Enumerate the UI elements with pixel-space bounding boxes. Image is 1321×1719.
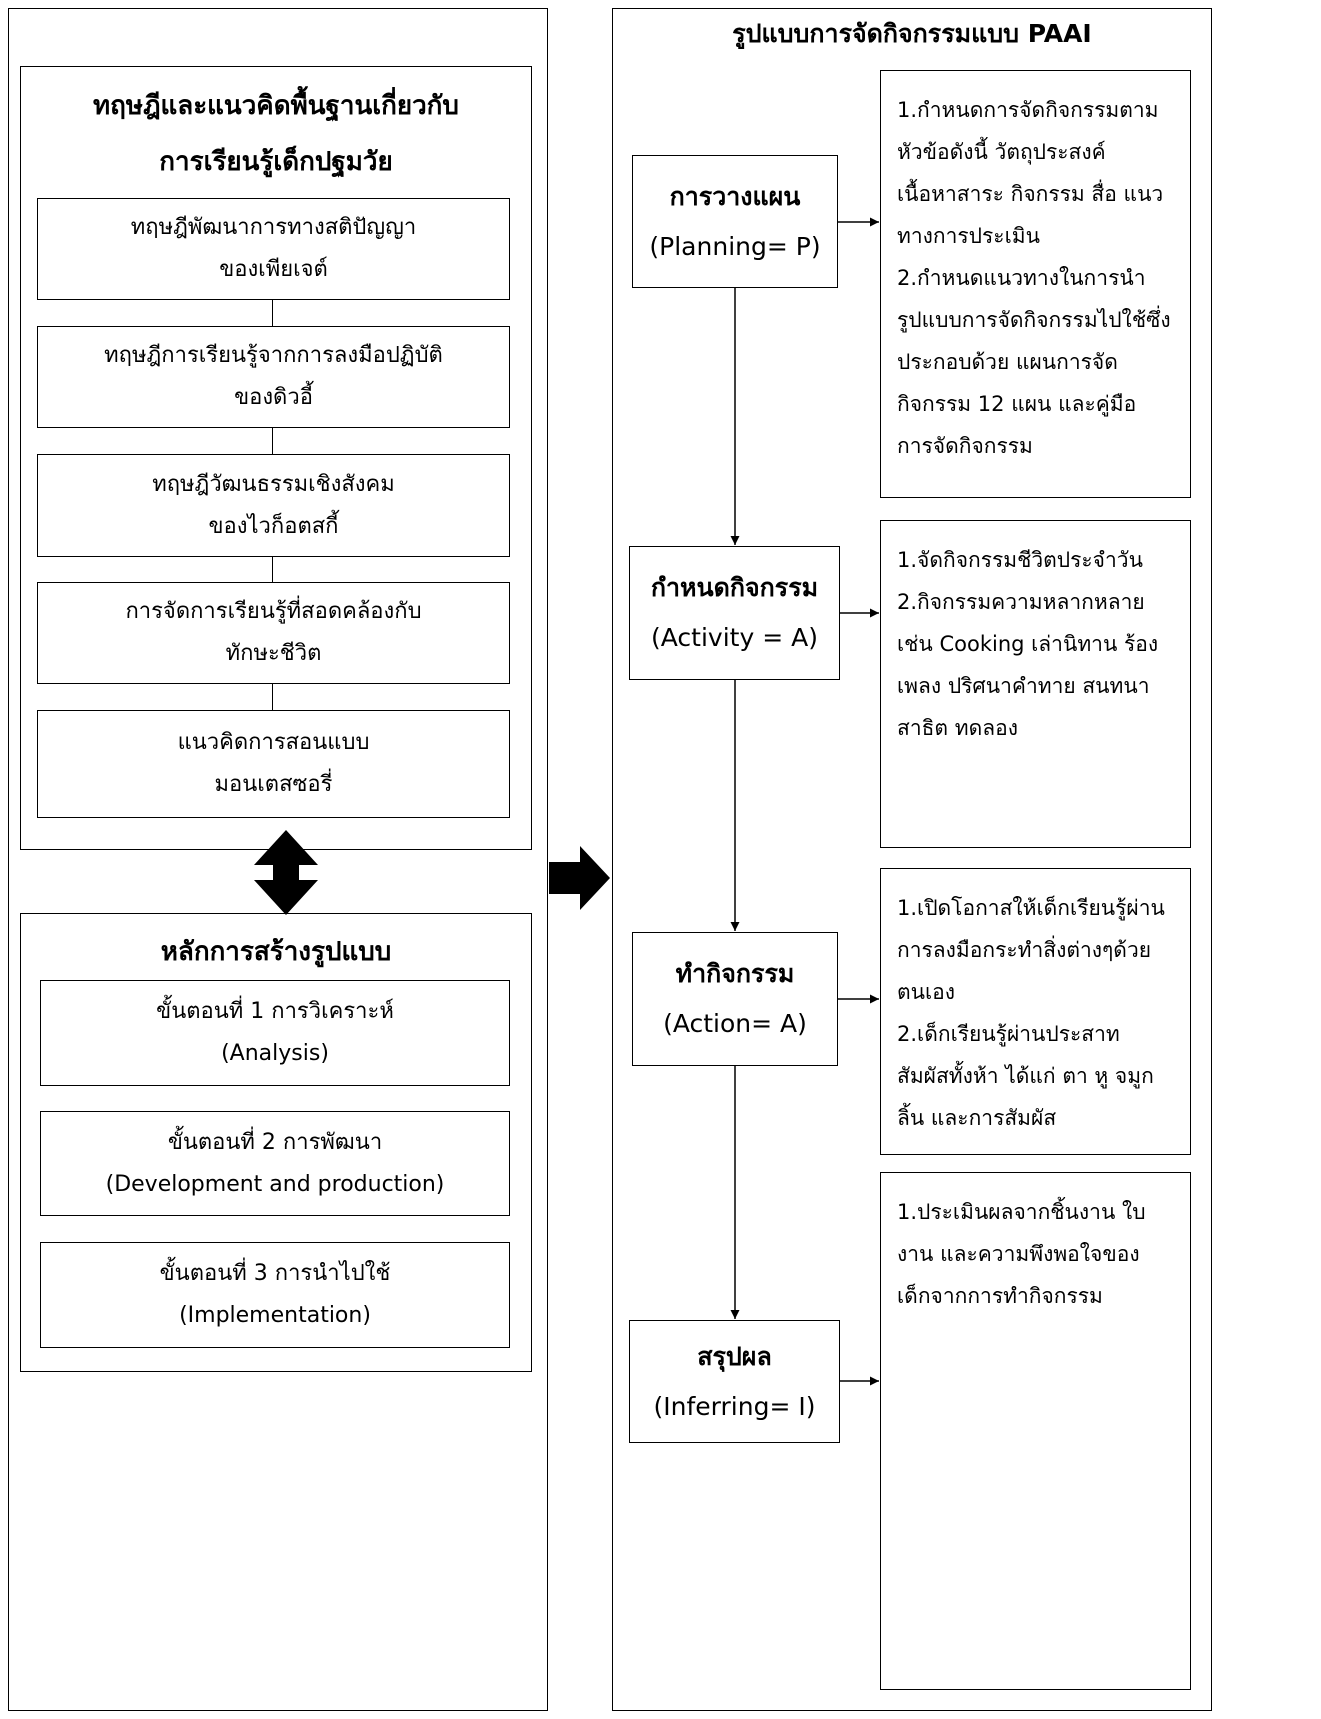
- theory-item: การจัดการเรียนรู้ที่สอดคล้องกับ ทักษะชีว…: [37, 582, 510, 684]
- step-code: (Action= A): [663, 1009, 807, 1038]
- step-name: ทำกิจกรรม: [675, 959, 795, 988]
- double-headed-arrow: [254, 830, 318, 915]
- theory-item-line-2: ของไวก็อตสกี้: [208, 513, 339, 539]
- detail-line: การลงมือกระทำสิ่งต่างๆด้วย: [897, 938, 1152, 962]
- theory-item: ทฤษฎีพัฒนาการทางสติปัญญา ของเพียเจต์: [37, 198, 510, 300]
- principles-title: หลักการสร้างรูปแบบ: [160, 937, 392, 967]
- step-box-action: ทำกิจกรรม (Action= A): [632, 932, 838, 1066]
- detail-line: 1.จัดกิจกรรมชีวิตประจำวัน: [897, 548, 1143, 572]
- detail-line: งาน และความพึงพอใจของ: [897, 1242, 1140, 1266]
- detail-line: ทางการประเมิน: [897, 224, 1040, 248]
- detail-line: สัมผัสทั้งห้า ได้แก่ ตา หู จมูก: [897, 1064, 1154, 1088]
- detail-box-activity: 1.จัดกิจกรรมชีวิตประจำวัน 2.กิจกรรมความห…: [880, 520, 1191, 848]
- right-panel-frame: [612, 8, 1212, 1711]
- theory-item-line-2: ของดิวอี้: [234, 385, 313, 410]
- detail-box-action: 1.เปิดโอกาสให้เด็กเรียนรู้ผ่าน การลงมือก…: [880, 868, 1191, 1155]
- principles-item-line-1: ขั้นตอนที่ 3 การนำไปใช้: [159, 1261, 391, 1286]
- theory-item-line-1: การจัดการเรียนรู้ที่สอดคล้องกับ: [125, 599, 422, 624]
- theory-item-line-1: ทฤษฎีการเรียนรู้จากการลงมือปฏิบัติ: [104, 343, 443, 368]
- principles-item-line-2: (Implementation): [179, 1303, 371, 1328]
- theory-connector: [272, 428, 273, 454]
- detail-line: กิจกรรม 12 แผน และคู่มือ: [897, 392, 1137, 416]
- principles-item-line-2: (Analysis): [221, 1041, 329, 1066]
- step-name: กำหนดกิจกรรม: [650, 573, 819, 602]
- principles-item-line-1: ขั้นตอนที่ 1 การวิเคราะห์: [156, 999, 394, 1024]
- theory-item-line-1: ทฤษฎีพัฒนาการทางสติปัญญา: [130, 215, 417, 240]
- detail-line: ตนเอง: [897, 980, 956, 1004]
- step-box-activity: กำหนดกิจกรรม (Activity = A): [629, 546, 840, 680]
- left-panel-frame: [8, 8, 548, 1711]
- detail-line: 1.กำหนดการจัดกิจกรรมตาม: [897, 98, 1159, 122]
- theory-title: ทฤษฎีและแนวคิดพื้นฐานเกี่ยวกับ การเรียนร…: [20, 78, 532, 190]
- theory-item-line-2: มอนเตสซอรี่: [214, 772, 333, 797]
- step-code: (Activity = A): [651, 623, 818, 652]
- detail-line: เพลง ปริศนาคำทาย สนทนา: [897, 674, 1150, 698]
- theory-connector: [272, 684, 273, 710]
- theory-item-line-2: ทักษะชีวิต: [225, 641, 322, 666]
- theory-item-line-1: แนวคิดการสอนแบบ: [177, 730, 370, 755]
- theory-item: ทฤษฎีวัฒนธรรมเชิงสังคม ของไวก็อตสกี้: [37, 454, 510, 557]
- step-code: (Planning= P): [649, 231, 821, 261]
- step-name: สรุปผล: [697, 1341, 772, 1371]
- detail-line: ลิ้น และการสัมผัส: [897, 1106, 1057, 1130]
- detail-line: เช่น Cooking เล่านิทาน ร้อง: [897, 632, 1159, 656]
- step-box-planning: การวางแผน (Planning= P): [632, 155, 838, 288]
- detail-line: 2.เด็กเรียนรู้ผ่านประสาท: [897, 1022, 1120, 1046]
- theory-item: แนวคิดการสอนแบบ มอนเตสซอรี่: [37, 710, 510, 818]
- theory-item-line-2: ของเพียเจต์: [219, 257, 328, 282]
- detail-box-planning: 1.กำหนดการจัดกิจกรรมตาม หัวข้อดังนี้ วัต…: [880, 70, 1191, 498]
- principles-item-line-1: ขั้นตอนที่ 2 การพัฒนา: [167, 1129, 383, 1155]
- detail-line: สาธิต ทดลอง: [897, 716, 1018, 740]
- theory-title-line-1: ทฤษฎีและแนวคิดพื้นฐานเกี่ยวกับ: [93, 91, 459, 121]
- theory-connector: [272, 300, 273, 326]
- detail-line: เด็กจากการทำกิจกรรม: [897, 1284, 1103, 1308]
- theory-item: ทฤษฎีการเรียนรู้จากการลงมือปฏิบัติ ของดิ…: [37, 326, 510, 428]
- detail-line: การจัดกิจกรรม: [897, 434, 1033, 458]
- detail-box-inferring: 1.ประเมินผลจากชิ้นงาน ใบ งาน และความพึงพ…: [880, 1172, 1191, 1690]
- theory-connector: [272, 557, 273, 582]
- theory-title-line-2: การเรียนรู้เด็กปฐมวัย: [159, 147, 393, 177]
- principles-item: ขั้นตอนที่ 3 การนำไปใช้ (Implementation): [40, 1242, 510, 1348]
- detail-line: 1.ประเมินผลจากชิ้นงาน ใบ: [897, 1200, 1146, 1224]
- detail-line: 2.กำหนดแนวทางในการนำ: [897, 266, 1146, 290]
- detail-line: หัวข้อดังนี้ วัตถุประสงค์: [897, 140, 1106, 164]
- detail-line: 1.เปิดโอกาสให้เด็กเรียนรู้ผ่าน: [897, 896, 1165, 920]
- detail-line: เนื้อหาสาระ กิจกรรม สื่อ แนว: [897, 182, 1164, 206]
- detail-line: รูปแบบการจัดกิจกรรมไปใช้ซึ่ง: [897, 308, 1171, 332]
- principles-item: ขั้นตอนที่ 1 การวิเคราะห์ (Analysis): [40, 980, 510, 1086]
- block-arrow-right: [549, 846, 610, 910]
- step-code: (Inferring= I): [653, 1391, 816, 1421]
- paai-title: รูปแบบการจัดกิจกรรมแบบ PAAI: [732, 19, 1092, 48]
- principles-item-line-2: (Development and production): [105, 1171, 445, 1197]
- detail-line: ประกอบด้วย แผนการจัด: [897, 350, 1118, 374]
- step-box-inferring: สรุปผล (Inferring= I): [629, 1320, 840, 1443]
- theory-item-line-1: ทฤษฎีวัฒนธรรมเชิงสังคม: [152, 471, 395, 497]
- principles-item: ขั้นตอนที่ 2 การพัฒนา (Development and p…: [40, 1111, 510, 1216]
- step-name: การวางแผน: [669, 181, 801, 211]
- detail-line: 2.กิจกรรมความหลากหลาย: [897, 590, 1145, 614]
